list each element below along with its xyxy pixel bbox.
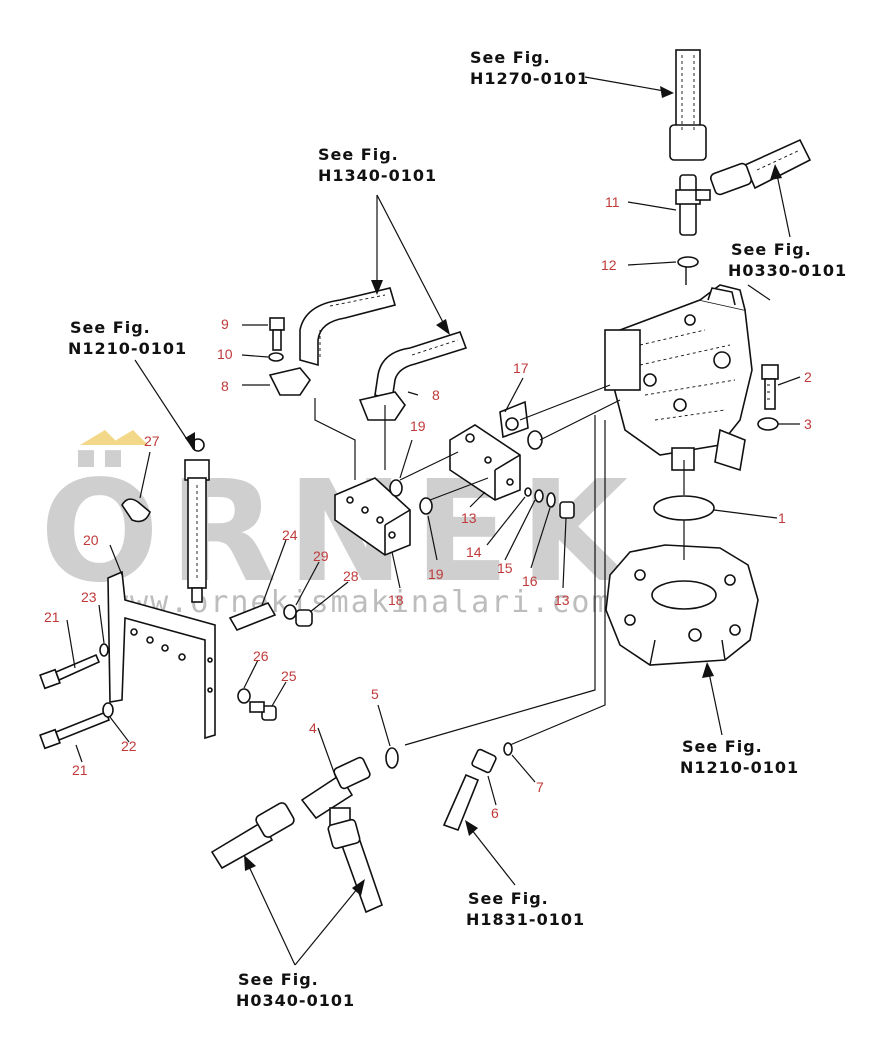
callout-29: 29 — [313, 548, 329, 564]
callout-15: 15 — [497, 560, 513, 576]
o-ring-19 — [389, 479, 403, 497]
washer-26 — [237, 688, 251, 704]
callout-2: 2 — [804, 369, 812, 385]
pipe-h0330 — [709, 138, 812, 196]
callout-7: 7 — [536, 779, 544, 795]
o-ring-12 — [677, 256, 699, 268]
ref-n1210-line2: N1210-0101 — [68, 339, 187, 358]
callout-24: 24 — [282, 527, 298, 543]
callout-26: 26 — [253, 648, 269, 664]
plate-24 — [228, 602, 277, 631]
bolt-21b — [39, 710, 111, 750]
callout-16: 16 — [522, 573, 538, 589]
swing-motor — [604, 260, 771, 472]
o-ring-17 — [527, 430, 543, 450]
bolt-25 — [249, 701, 277, 721]
callout-13b: 13 — [554, 592, 570, 608]
callout-13: 13 — [461, 510, 477, 526]
ref-h0330-line2: H0330-0101 — [728, 261, 847, 280]
callout-1: 1 — [778, 510, 786, 526]
callout-19: 19 — [410, 418, 426, 434]
callout-28: 28 — [343, 568, 359, 584]
callout-6: 6 — [491, 805, 499, 821]
callout-3: 3 — [804, 416, 812, 432]
washer-10 — [268, 352, 284, 362]
ref-h0330-line1: See Fig. — [731, 240, 812, 259]
watermark-url: www.ornekismakinalari.com.tr — [110, 585, 672, 620]
o-ring-5 — [385, 747, 399, 769]
nut-28 — [295, 609, 313, 627]
fitting-11 — [675, 174, 711, 236]
o-ring-14 — [524, 487, 532, 497]
callout-11: 11 — [605, 194, 620, 210]
housing-n1210 — [605, 544, 759, 666]
callout-14: 14 — [466, 544, 482, 560]
o-ring-1 — [653, 495, 715, 521]
pipe-h0340 — [210, 802, 383, 914]
callout-leaders — [66, 201, 801, 806]
plug-13 — [559, 501, 575, 519]
block-13 — [449, 424, 521, 501]
callout-4: 4 — [309, 720, 317, 736]
pipe-h1270 — [669, 49, 707, 161]
ref-h0340-line2: H0340-0101 — [236, 991, 355, 1010]
callout-10: 10 — [217, 346, 233, 362]
reference-labels: See Fig. H1270-0101 See Fig. H1340-0101 … — [68, 48, 847, 1010]
callout-23: 23 — [81, 589, 97, 605]
ref-n1210-line1: See Fig. — [70, 318, 151, 337]
fitting-6 — [442, 748, 497, 832]
tee-fitting-4 — [300, 756, 371, 831]
bolt-21 — [39, 653, 101, 690]
callout-18: 18 — [388, 592, 404, 608]
ref-h1831-line1: See Fig. — [468, 889, 549, 908]
assembly-lines — [314, 384, 685, 746]
callout-20: 20 — [83, 532, 99, 548]
o-ring-16 — [546, 492, 556, 508]
o-ring-7 — [503, 742, 513, 756]
block-18 — [334, 477, 411, 556]
ref-h0340-line1: See Fig. — [238, 970, 319, 989]
cylinder-27 — [184, 438, 210, 603]
ref-h1270-line1: See Fig. — [470, 48, 551, 67]
washer-3 — [757, 417, 779, 431]
part-callouts: 1 2 3 4 5 6 7 8 8 9 10 11 12 13 13 14 15… — [44, 194, 812, 821]
callout-17: 17 — [513, 360, 529, 376]
callout-21b: 21 — [72, 762, 88, 778]
clip-27 — [121, 498, 151, 523]
washer-22 — [102, 702, 114, 718]
flange-8 — [268, 367, 406, 421]
ref-h1340-line1: See Fig. — [318, 145, 399, 164]
callout-12: 12 — [601, 257, 617, 273]
washer-23 — [99, 643, 109, 657]
callout-8: 8 — [221, 378, 229, 394]
callout-22: 22 — [121, 738, 137, 754]
ref-h1340-line2: H1340-0101 — [318, 166, 437, 185]
ref-n1210b-line2: N1210-0101 — [680, 758, 799, 777]
callout-8b: 8 — [432, 387, 440, 403]
ref-h1831-line2: H1831-0101 — [466, 910, 585, 929]
callout-5: 5 — [371, 686, 379, 702]
callout-27: 27 — [144, 433, 160, 449]
watermark-brand: ÖRNEK — [40, 449, 638, 614]
callout-21: 21 — [44, 609, 60, 625]
watermark: ÖRNEK www.ornekismakinalari.com.tr — [40, 430, 672, 620]
reference-arrows — [134, 76, 791, 966]
hose-h1340 — [299, 287, 468, 402]
bracket-20 — [107, 570, 216, 740]
ref-n1210b-line1: See Fig. — [682, 737, 763, 756]
ref-h1270-line2: H1270-0101 — [470, 69, 589, 88]
callout-19b: 19 — [428, 566, 444, 582]
bolt-2 — [761, 364, 779, 410]
washer-29 — [283, 604, 297, 620]
bolt-9 — [269, 317, 285, 351]
callout-25: 25 — [281, 668, 297, 684]
o-ring-19b — [419, 497, 433, 515]
callout-9: 9 — [221, 316, 229, 332]
washer-15 — [534, 489, 544, 503]
